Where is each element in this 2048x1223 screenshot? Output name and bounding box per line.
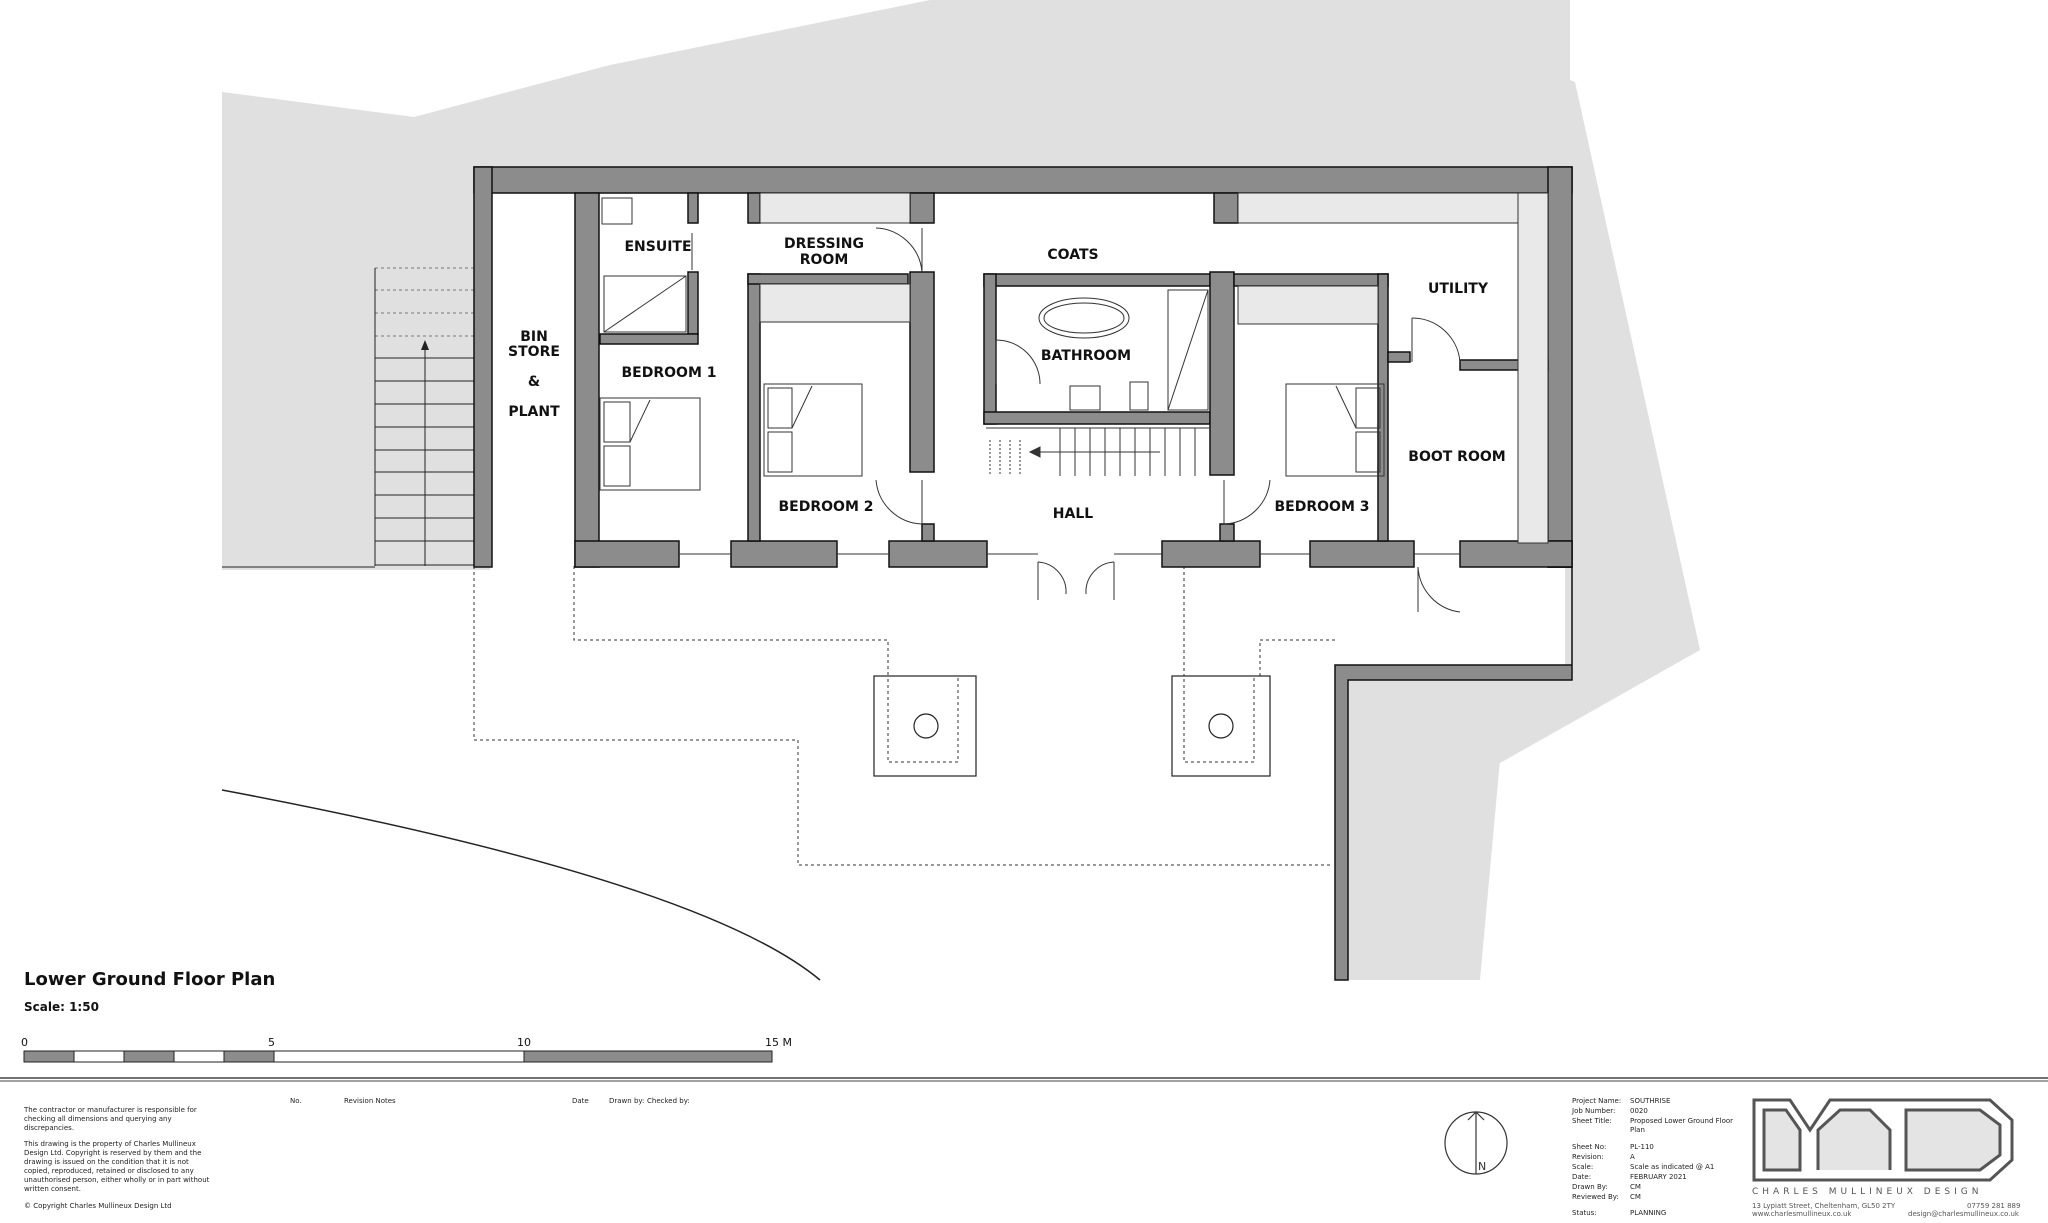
bedroom1-label: BEDROOM 1 xyxy=(622,365,717,381)
cabinetry xyxy=(759,192,1549,544)
coats-label: COATS xyxy=(1047,247,1098,263)
scale-tick-0: 0 xyxy=(21,1036,28,1049)
site-ground-right xyxy=(1340,80,1700,980)
bedroom2-label: BEDROOM 2 xyxy=(779,499,874,515)
brand-address: 13 Lypiatt Street, Cheltenham, GL50 2TY xyxy=(1752,1202,1896,1210)
beds xyxy=(599,383,1385,491)
boot-room-label: BOOT ROOM xyxy=(1408,449,1505,465)
dashed-outlines xyxy=(473,566,1335,866)
scale-tick-10: 10 xyxy=(517,1036,531,1049)
disclaimer-copyright: This drawing is the property of Charles … xyxy=(24,1140,210,1193)
job-number-row: Job Number:0020 xyxy=(1572,1107,1648,1115)
site-curve xyxy=(221,789,821,981)
utility-label: UTILITY xyxy=(1428,281,1489,297)
brand-website: www.charlesmullineux.co.uk xyxy=(1752,1210,1852,1218)
brand-phone: 07759 281 889 xyxy=(1967,1202,2021,1210)
dressing-label-line1: DRESSING xyxy=(784,236,864,252)
date-row: Date:FEBRUARY 2021 xyxy=(1572,1173,1687,1181)
walls xyxy=(473,166,1573,981)
copyright-line: © Copyright Charles Mullineux Design Ltd xyxy=(24,1202,172,1210)
site-ground xyxy=(222,0,1700,980)
bin-label-line2: STORE xyxy=(508,344,560,360)
ensuite-fixtures xyxy=(601,197,687,333)
project-name-row: Project Name:SOUTHRISE xyxy=(1572,1097,1671,1105)
ensuite-label: ENSUITE xyxy=(624,239,691,255)
revision-checked-header: Checked by: xyxy=(647,1097,690,1105)
internal-stair xyxy=(986,427,1210,476)
disclaimer-dimensions: The contractor or manufacturer is respon… xyxy=(24,1106,197,1132)
pad-foundations xyxy=(873,675,1271,777)
dressing-label-line2: ROOM xyxy=(800,252,849,268)
scale-row: Scale:Scale as indicated @ A1 xyxy=(1572,1163,1715,1171)
brand-email: design@charlesmullineux.co.uk xyxy=(1908,1210,2019,1218)
scale-tick-5: 5 xyxy=(268,1036,275,1049)
sheet-no-row: Sheet No:PL-110 xyxy=(1572,1143,1654,1151)
reviewed-by-row: Reviewed By:CM xyxy=(1572,1193,1641,1201)
revision-date-header: Date xyxy=(572,1097,589,1105)
status-row: Status:PLANNING xyxy=(1572,1209,1667,1217)
cmd-logo xyxy=(1752,1098,2014,1182)
plan-title: Lower Ground Floor Plan xyxy=(24,969,276,990)
north-arrow-icon xyxy=(1444,1111,1508,1175)
bathroom-fixtures xyxy=(995,289,1209,411)
scale-bar xyxy=(23,1050,773,1063)
drawn-by-row: Drawn By:CM xyxy=(1572,1183,1641,1191)
bin-label-line4: PLANT xyxy=(508,404,560,420)
plan-scale: Scale: 1:50 xyxy=(24,1000,99,1014)
bedroom3-label: BEDROOM 3 xyxy=(1275,499,1370,515)
scale-tick-15: 15 M xyxy=(765,1036,792,1049)
north-label: N xyxy=(1478,1160,1486,1173)
revision-drawn-header: Drawn by: xyxy=(609,1097,645,1105)
revision-notes-header: Revision Notes xyxy=(344,1097,396,1105)
revision-row: Revision:A xyxy=(1572,1153,1635,1161)
bin-label-line3: & xyxy=(528,374,540,390)
bin-label-line1: BIN xyxy=(520,329,548,345)
sheet-title-row: Sheet Title:Proposed Lower Ground Floor … xyxy=(1572,1117,1734,1134)
doors xyxy=(679,227,1461,613)
brand-name: CHARLES MULLINEUX DESIGN xyxy=(1752,1187,1983,1197)
external-steps xyxy=(222,267,475,568)
revision-no-header: No. xyxy=(290,1097,302,1105)
bathroom-label: BATHROOM xyxy=(1041,348,1131,364)
hall-label: HALL xyxy=(1053,506,1093,522)
